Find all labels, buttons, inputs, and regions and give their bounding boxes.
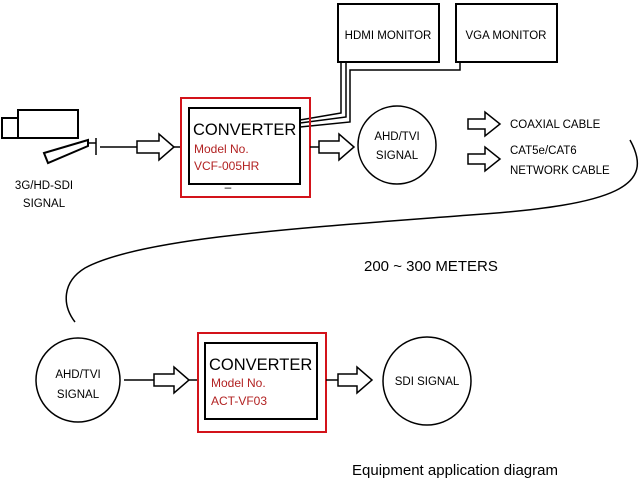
arrow-to-ahd-top	[318, 132, 356, 162]
ahd-top-circle	[357, 105, 437, 185]
distance-label: 200 ~ 300 METERS	[364, 258, 498, 275]
arrow-coaxial	[467, 110, 502, 138]
hdmi-monitor-box	[337, 3, 440, 63]
vga-feed-line	[299, 62, 461, 128]
converter-bottom-box	[204, 342, 318, 420]
arrow-to-sdi	[337, 365, 374, 395]
camera-icon	[1, 109, 89, 165]
sdi-signal-circle	[382, 336, 472, 426]
diagram-caption: Equipment application diagram	[352, 462, 558, 479]
vga-monitor-box	[455, 3, 558, 63]
ahd-top-line1: AHD/TVI	[374, 131, 419, 143]
arrow-to-converter-bottom	[153, 365, 191, 395]
converter-bottom-model-value: ACT-VF03	[211, 394, 267, 408]
arrow-network	[467, 145, 502, 173]
converter-top-box	[188, 107, 301, 185]
long-cable-curve	[65, 139, 639, 323]
hdmi-feed-line	[299, 62, 342, 121]
ahd-bottom-line1: AHD/TVI	[55, 369, 100, 381]
converter-top-dash: –	[225, 180, 232, 194]
ahd-top-line2: SIGNAL	[376, 150, 419, 162]
ahd-bottom-line2: SIGNAL	[57, 389, 100, 401]
hdmi-feed-line-2	[299, 62, 347, 124]
converter-top-title: CONVERTER	[193, 121, 296, 139]
vga-monitor-label: VGA MONITOR	[466, 30, 547, 42]
camera-signal-line2: SIGNAL	[23, 198, 66, 210]
ahd-bottom-circle	[35, 337, 121, 423]
converter-top-model-value: VCF-005HR	[194, 159, 260, 173]
converter-top-model-label: Model No.	[194, 142, 249, 156]
hdmi-monitor-label: HDMI MONITOR	[345, 30, 432, 42]
cable-network-line2: NETWORK CABLE	[510, 165, 610, 177]
converter-bottom-title: CONVERTER	[209, 356, 312, 374]
converter-bottom-highlight	[197, 332, 327, 433]
camera-signal-line1: 3G/HD-SDI	[15, 180, 73, 192]
arrow-into-converter	[136, 132, 176, 162]
converter-bottom-model-label: Model No.	[211, 376, 266, 390]
cable-network-line1: CAT5e/CAT6	[510, 145, 577, 157]
cable-coaxial-label: COAXIAL CABLE	[510, 119, 601, 131]
sdi-signal-label: SDI SIGNAL	[395, 376, 460, 388]
